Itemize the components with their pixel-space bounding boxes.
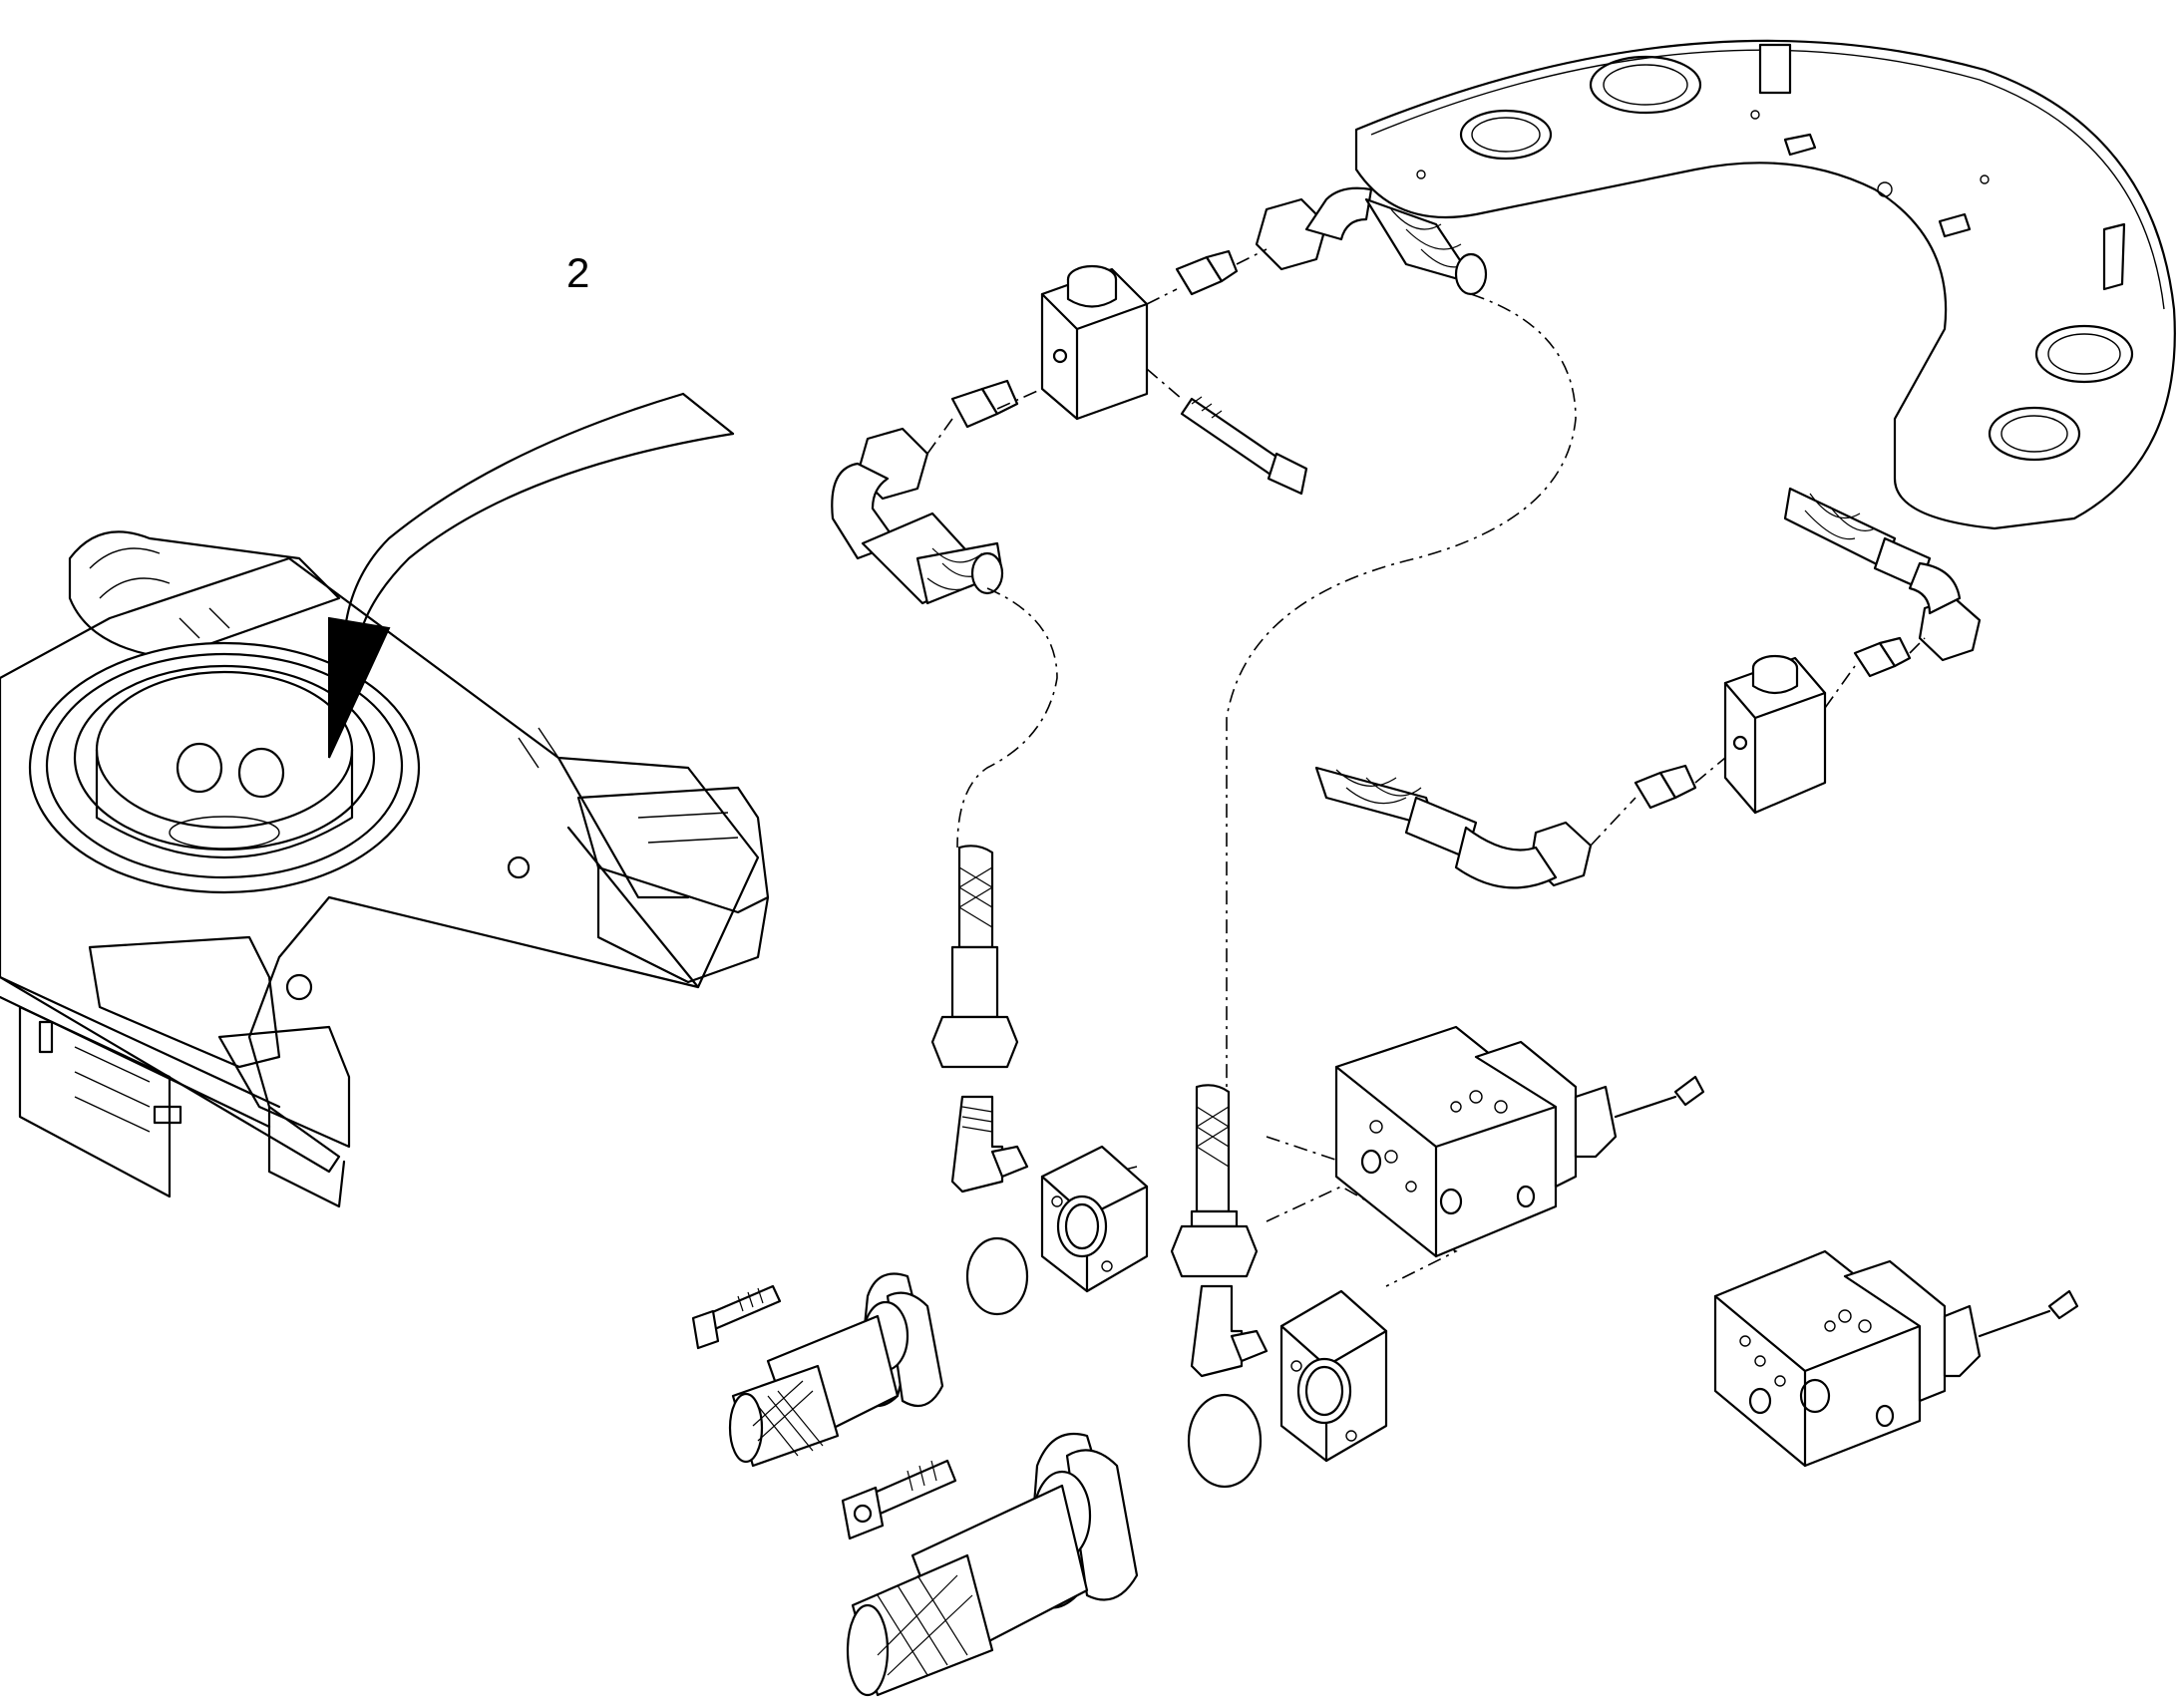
mounting-plate <box>1354 39 2176 530</box>
valve-block-lower <box>1713 1249 2079 1468</box>
valve-block-upper <box>1334 1025 1705 1258</box>
undercarriage-frame <box>0 530 770 1208</box>
callout-label-2: 2 <box>566 249 590 296</box>
upper-hose-assembly <box>831 186 1488 605</box>
right-hose-assembly <box>1314 487 1982 889</box>
lower-right-hose-fitting <box>841 1084 1388 1697</box>
lower-left-hose-fitting <box>691 845 1149 1468</box>
pointer-arrow <box>328 392 735 759</box>
